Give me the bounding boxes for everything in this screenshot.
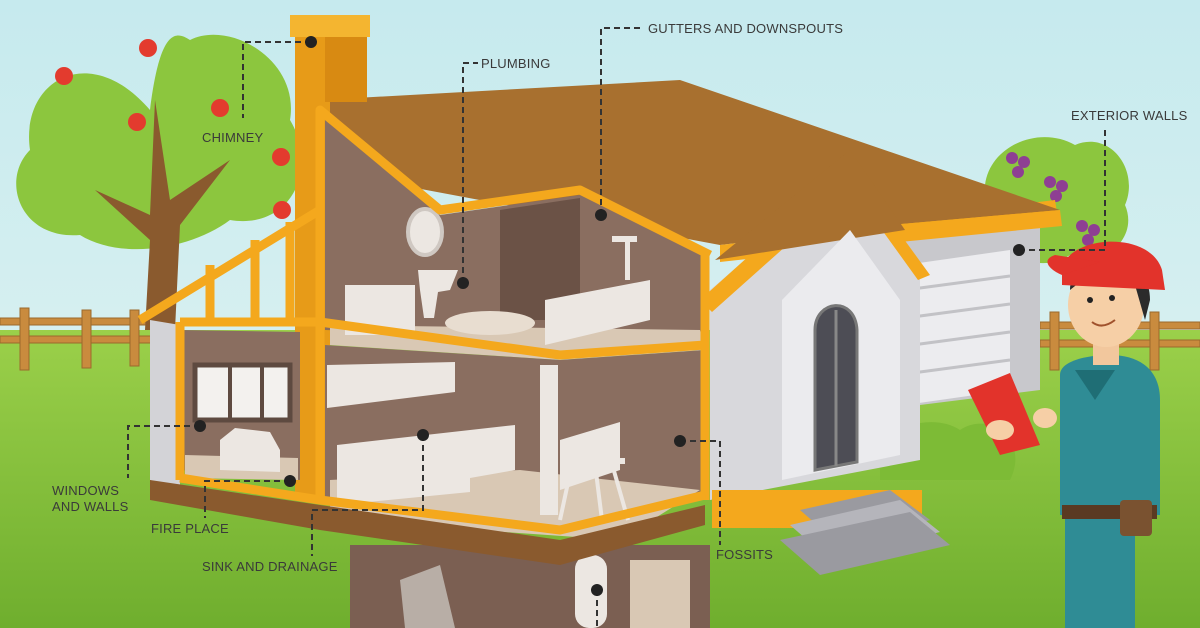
label-windows-line1: WINDOWS	[52, 483, 120, 498]
label-fire-place: FIRE PLACE	[151, 521, 229, 536]
front-steps	[780, 490, 950, 575]
living-room	[192, 362, 293, 472]
leader-lines	[127, 27, 1106, 628]
front-gable	[700, 150, 930, 528]
label-sink-and-drainage: SINK AND DRAINAGE	[202, 559, 338, 574]
apple-tree	[16, 34, 302, 330]
label-windows-line2: AND WALLS	[52, 499, 129, 514]
label-plumbing: PLUMBING	[481, 56, 551, 71]
label-chimney: CHIMNEY	[202, 130, 264, 145]
foundation	[150, 480, 705, 565]
exterior-wall-left	[150, 320, 180, 490]
inspector-character	[968, 241, 1165, 628]
label-gutters-and-downspouts: GUTTERS AND DOWNSPOUTS	[648, 21, 844, 36]
kitchen	[327, 362, 630, 521]
label-exterior-walls: EXTERIOR WALLS	[1071, 108, 1188, 123]
apple-icon	[55, 39, 291, 219]
clipboard-icon	[968, 373, 1040, 455]
label-fossits: FOSSITS	[716, 547, 774, 562]
upstairs-wall-dark	[500, 198, 580, 320]
label-windows-and-walls: WINDOWS AND WALLS	[52, 483, 128, 515]
support-column	[540, 365, 558, 515]
leader-dots	[194, 36, 1025, 596]
